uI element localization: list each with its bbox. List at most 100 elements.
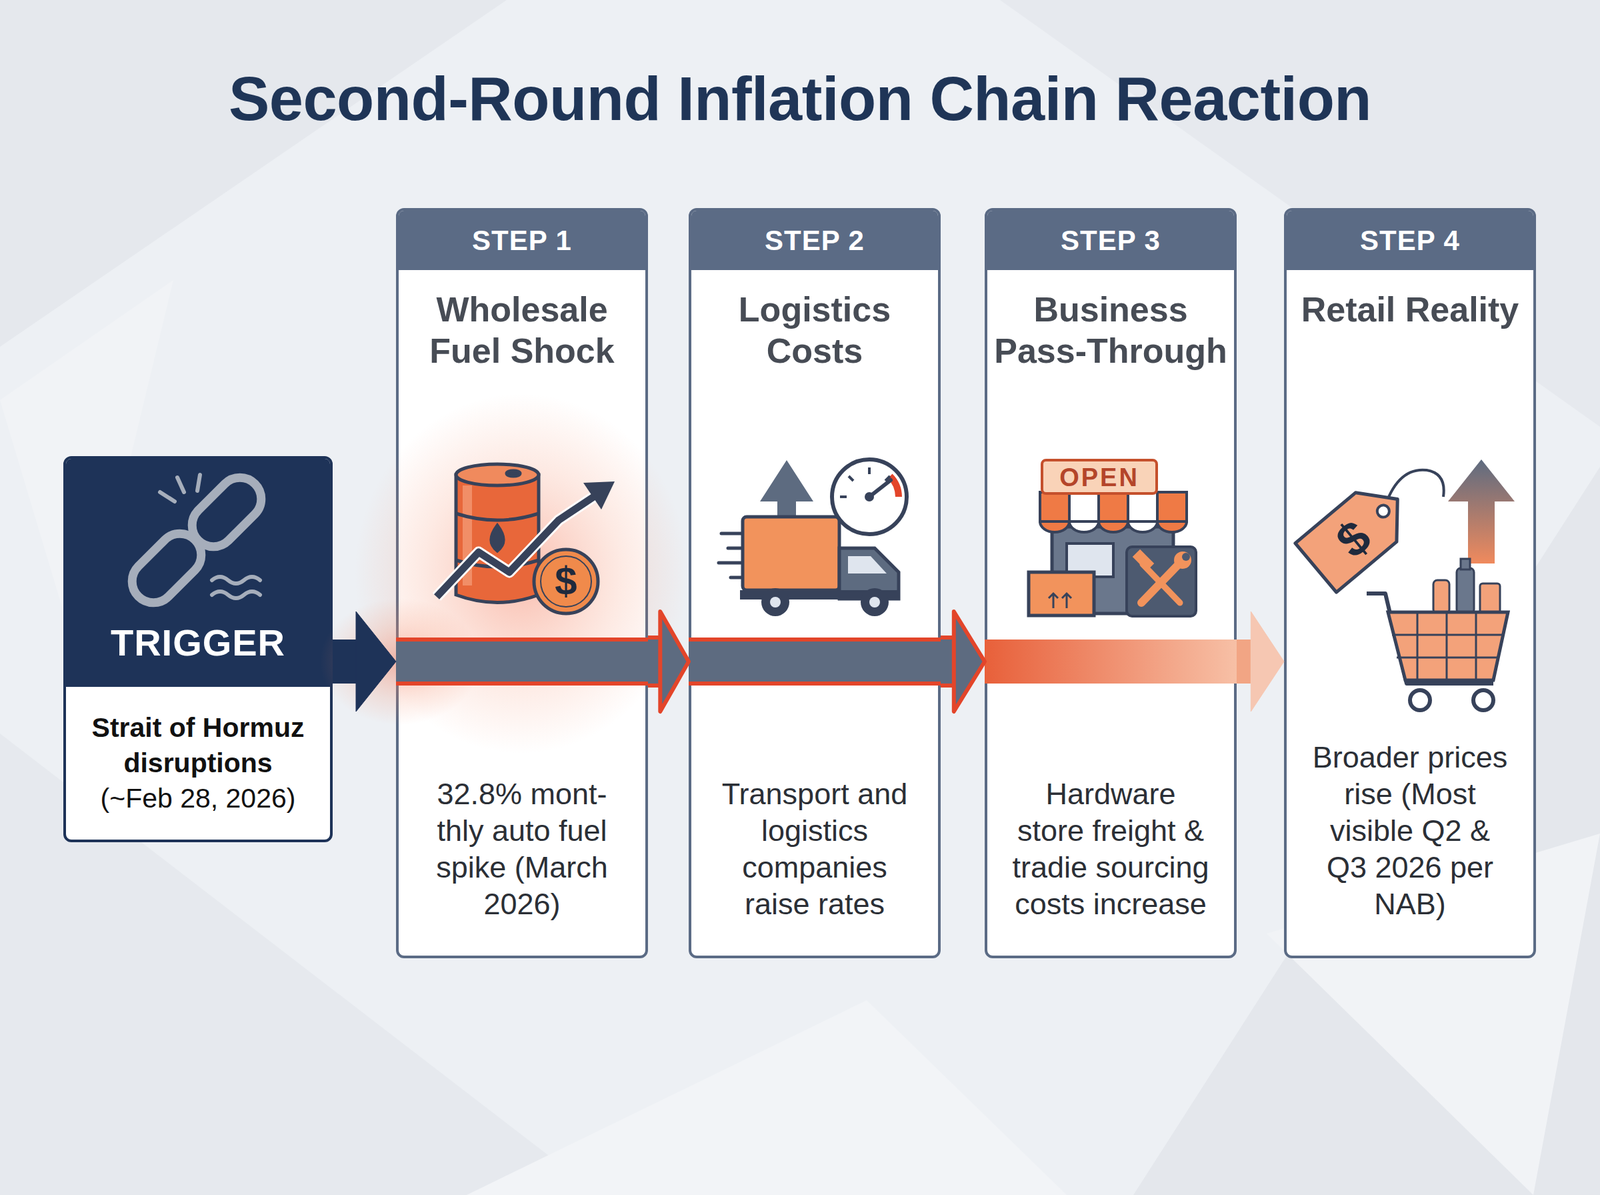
- step-description: Transport and logistics companies raise …: [714, 775, 915, 956]
- flow-arrow: [648, 611, 689, 712]
- shop-icon: [1028, 460, 1196, 616]
- trigger-body: Strait of Hormuz disruptions(~Feb 28, 20…: [66, 686, 330, 840]
- shop-icon-part: [1128, 492, 1158, 522]
- broken-chain-icon-part: [160, 474, 200, 502]
- price-tag-icon-part: [1295, 474, 1418, 592]
- shop-icon-part: [1040, 492, 1070, 522]
- truck-icon-part: [761, 588, 790, 616]
- step-title: Business Pass-Through: [987, 270, 1234, 372]
- broken-chain-icon-part: [183, 468, 270, 556]
- trigger-box: TRIGGER Strait of Hormuz disruptions(~Feb…: [63, 456, 333, 842]
- up-arrow-icon-part: [1448, 459, 1515, 564]
- step-box: STEP 3Business Pass-ThroughHardware stor…: [984, 208, 1237, 958]
- step-title: Logistics Costs: [691, 270, 938, 372]
- trigger-banner: TRIGGER: [66, 458, 330, 687]
- up-arrow-icon: [1448, 459, 1515, 564]
- truck-icon-part: [770, 596, 781, 608]
- arrow-head: [1250, 611, 1284, 712]
- oil-barrel-icon-part: [456, 474, 539, 603]
- gauge-icon-part: [869, 480, 891, 497]
- arrow-shaft: [332, 639, 356, 684]
- oil-barrel-icon: [456, 464, 539, 603]
- glow: [320, 393, 688, 754]
- oil-barrel-icon-part: [462, 485, 472, 586]
- shop-icon-part: [1069, 521, 1099, 532]
- shopping-cart-icon-part: [1366, 593, 1494, 684]
- shop-icon-part: [1141, 561, 1182, 603]
- coin-icon-part: [534, 549, 598, 614]
- shop-icon-part: [1126, 546, 1196, 616]
- arrow-outline: [940, 635, 954, 688]
- broken-chain-icon-part: [123, 524, 210, 612]
- shopping-cart-icon-part: [1392, 612, 1504, 680]
- shopping-cart-icon-part: [1433, 580, 1450, 614]
- truck-icon-part: [742, 516, 840, 590]
- arrow-shaft: [1236, 639, 1251, 684]
- arrow-band-part: [396, 681, 648, 686]
- arrow-band-part: [688, 637, 941, 642]
- truck-icon-part: [848, 556, 887, 574]
- shopping-cart-icon-part: [1388, 612, 1508, 680]
- background-part: [466, 1000, 1067, 1195]
- step-box: STEP 2Logistics CostsTransport and logis…: [688, 208, 941, 958]
- price-tag-icon-part-part: [1374, 502, 1392, 520]
- step-description: 32.8% mont- thly auto fuel spike (March …: [422, 775, 622, 956]
- truck-icon-part: [740, 590, 900, 600]
- connector-layer: [332, 611, 1284, 712]
- arrow-band-part: [396, 639, 648, 684]
- arrow-outline: [648, 635, 660, 688]
- shop-icon-part: [1157, 492, 1187, 522]
- step-title: Retail Reality: [1286, 270, 1534, 330]
- flow-arrow: [332, 611, 396, 712]
- coin-icon-part: [540, 556, 592, 607]
- trigger-heading: TRIGGER: [110, 622, 286, 663]
- price-tag-icon: [1295, 470, 1444, 593]
- arrow-band-part: [688, 639, 941, 684]
- truck-icon: [718, 460, 900, 616]
- shop-icon-part: [1098, 521, 1128, 532]
- title-layer: Second-Round Inflation Chain Reaction: [0, 62, 1600, 136]
- shop-icon-part: [1142, 564, 1180, 603]
- step-box: STEP 1Wholesale Fuel Shock 32.8% mont- th…: [396, 208, 648, 958]
- arrow-head: [660, 611, 689, 712]
- gauge-icon-part: [832, 459, 907, 534]
- shopping-cart-icon: [1366, 558, 1508, 710]
- shopping-cart-icon-part: [1480, 583, 1500, 614]
- shopping-cart-icon-part: [1460, 558, 1470, 570]
- shopping-cart-icon-part: [1473, 690, 1494, 710]
- rising-trend-arrow-part: [436, 494, 597, 597]
- shop-icon-part: [1132, 549, 1155, 572]
- step-number: STEP 1: [398, 210, 646, 270]
- coin-icon: [534, 549, 598, 614]
- arrow-head: [954, 611, 985, 712]
- rising-trend-arrow-part: [583, 481, 615, 510]
- price-tag-icon-part: [1383, 470, 1444, 512]
- shop-icon-part: [1069, 492, 1099, 522]
- gauge-icon-part: [864, 492, 874, 502]
- step-title: Wholesale Fuel Shock: [398, 270, 646, 372]
- arrow-band-part: [688, 681, 941, 686]
- shop-icon-part: [1042, 460, 1157, 494]
- shop-icon-part: [1182, 552, 1190, 561]
- oil-barrel-icon-part: [506, 470, 520, 476]
- oil-barrel-icon-part: [456, 513, 539, 567]
- truck-icon-part: [860, 588, 889, 616]
- step-description: Hardware store freight & tradie sourcing…: [1010, 775, 1211, 956]
- rising-trend-arrow: [436, 481, 615, 597]
- step-description: Broader prices rise (Most visible Q2 & Q…: [1310, 738, 1510, 956]
- broken-chain-icon: [123, 468, 270, 612]
- glow-part: [320, 598, 480, 725]
- shop-icon-part: [1048, 593, 1072, 608]
- step-number: STEP 3: [987, 210, 1234, 270]
- arrow-band-part: [984, 639, 1237, 684]
- shop-icon-part: [1174, 551, 1192, 569]
- price-tag-icon-part-part: [1295, 474, 1418, 592]
- truck-icon-part: [839, 548, 899, 599]
- trigger-text: Strait of Hormuz disruptions: [71, 710, 325, 781]
- flow-arrow: [940, 611, 985, 712]
- step-number: STEP 2: [691, 210, 938, 270]
- arrow-head: [356, 611, 396, 712]
- shop-icon-part: [1157, 521, 1187, 532]
